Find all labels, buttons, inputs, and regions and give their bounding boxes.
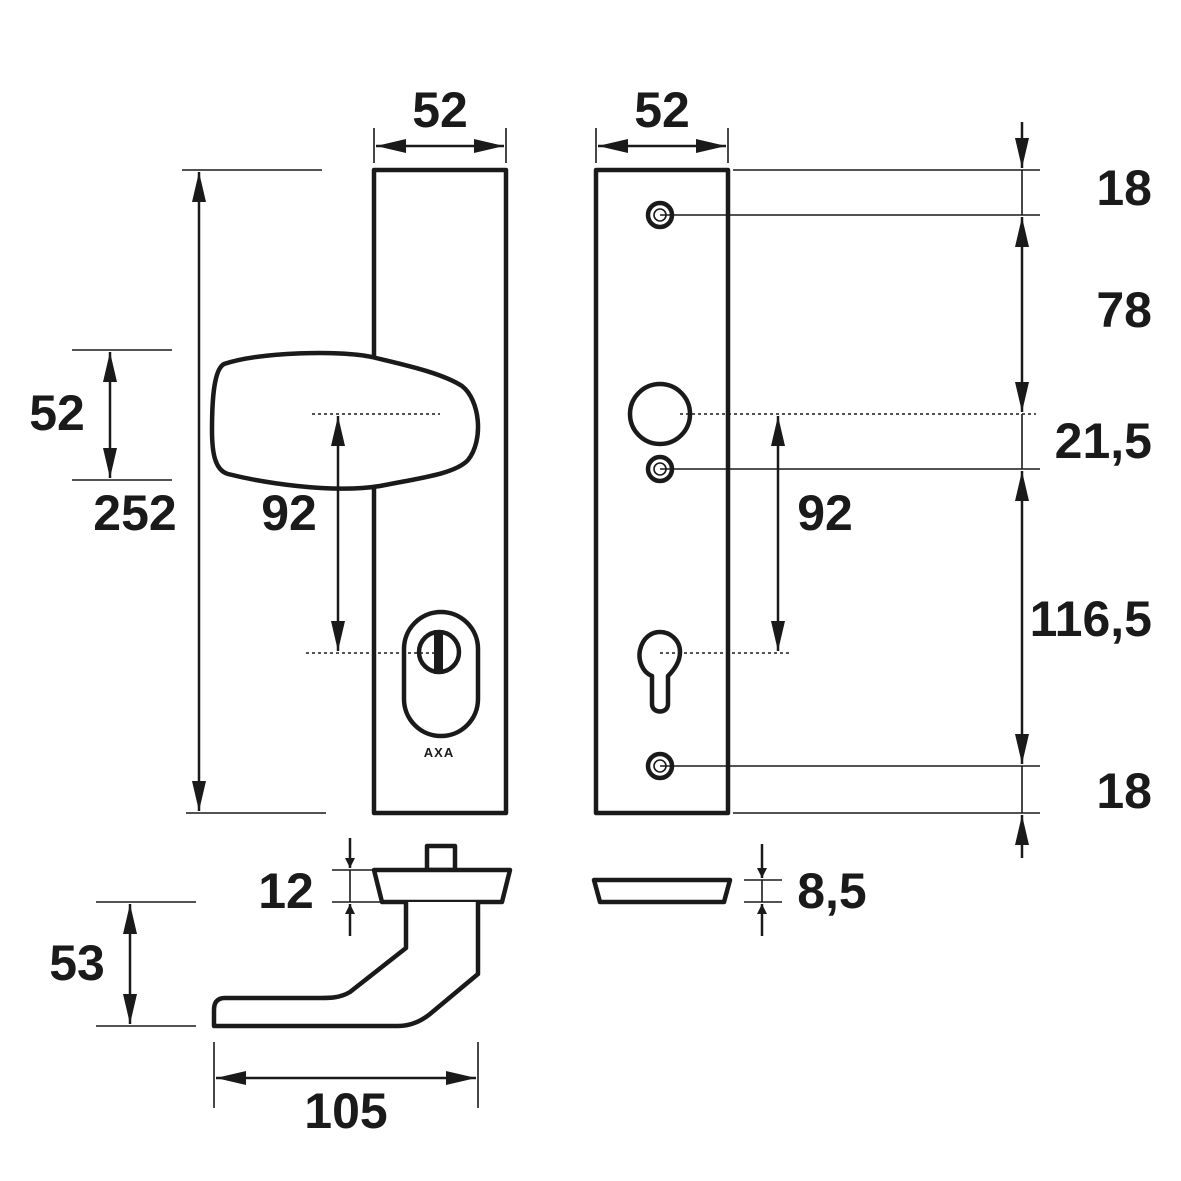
- dim-top-margin: 18: [1096, 160, 1152, 216]
- dim-screw-to-bottom-screw: 116,5: [1030, 591, 1152, 647]
- brand-logo: AXA: [424, 745, 454, 760]
- dim-handle-projection: 53: [49, 935, 105, 991]
- dim-plate-width-left: 52: [412, 82, 468, 138]
- rose-side: [371, 867, 513, 905]
- right-backplate: [593, 167, 731, 816]
- cylinder-keyway: [434, 630, 443, 674]
- dim-plate-height: 252: [93, 485, 176, 541]
- dim-handle-to-cylinder-left: 92: [261, 485, 317, 541]
- rose-spindle-nub: [424, 843, 458, 873]
- plate-side-view: 8,5: [591, 844, 867, 936]
- dim-handle-to-cylinder-right: 92: [797, 485, 853, 541]
- dim-screw-to-handle: 78: [1096, 282, 1152, 338]
- dim-handle-length: 105: [304, 1083, 387, 1139]
- plate-side: [591, 877, 733, 905]
- lever-side: [211, 902, 481, 1029]
- cylinder-hole: [637, 629, 683, 714]
- handle-side-view: 12 53 105: [49, 838, 513, 1139]
- dim-handle-to-screw: 21,5: [1055, 413, 1152, 469]
- lever-handle-front: [209, 350, 481, 491]
- dim-rose-thickness: 12: [258, 863, 314, 919]
- dim-bottom-margin: 18: [1096, 763, 1152, 819]
- dim-plate-width-right: 52: [634, 82, 690, 138]
- spindle-hole: [627, 381, 693, 447]
- dim-plate-thickness: 8,5: [797, 863, 867, 919]
- right-back-view: 52 92 18 78 21,5 116,5 18: [593, 82, 1152, 858]
- left-front-view: AXA 52 252 52 92: [29, 82, 509, 816]
- dim-handle-height: 52: [29, 385, 85, 441]
